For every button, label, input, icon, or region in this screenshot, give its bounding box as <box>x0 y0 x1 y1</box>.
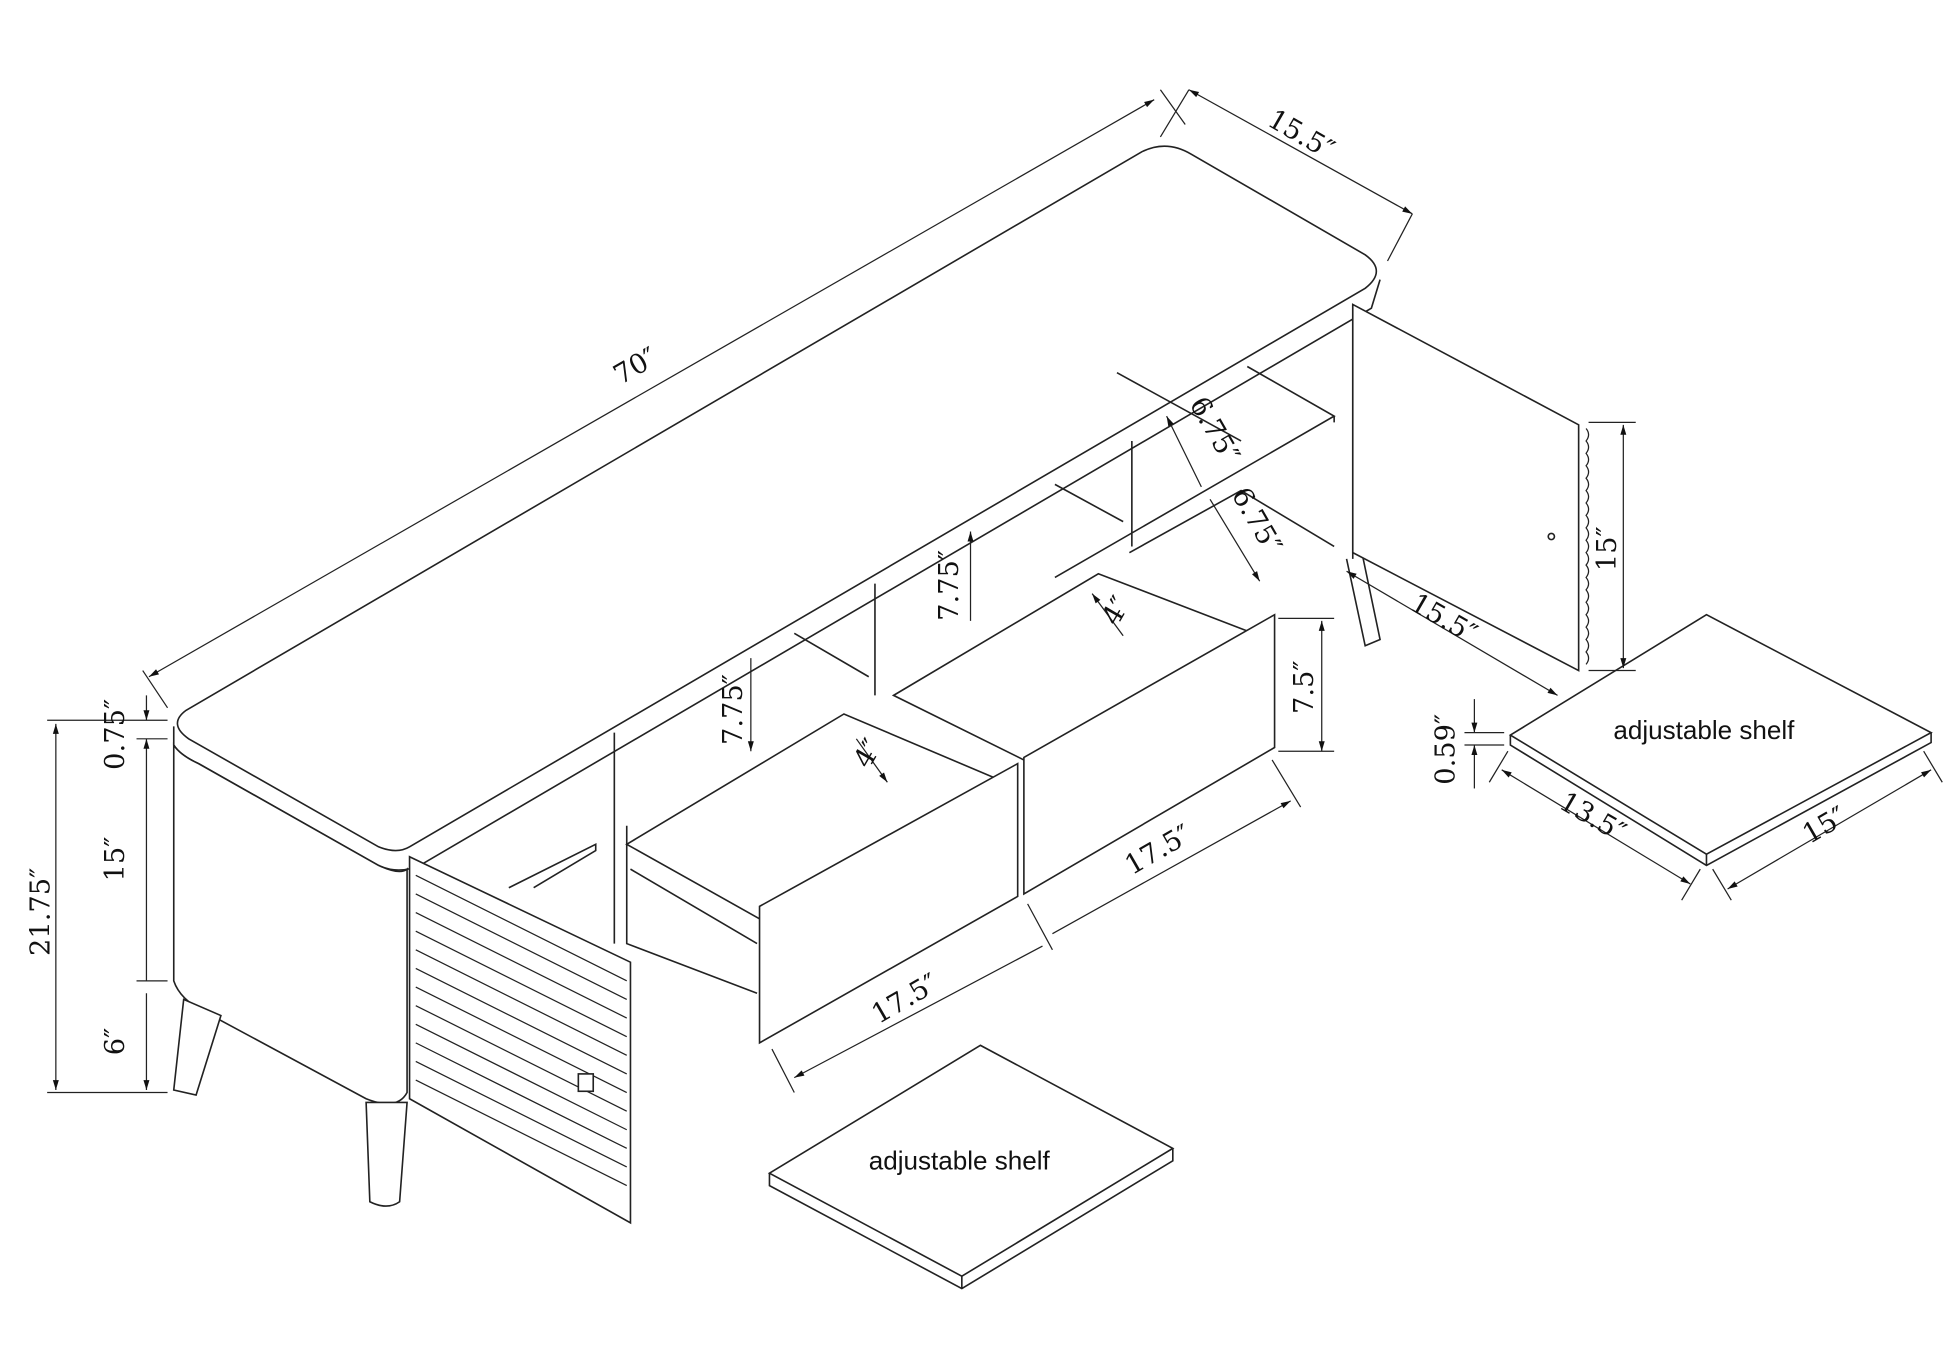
door-hinge-edge <box>1585 428 1590 665</box>
dim-drawer-width-left: 17.5″ <box>867 968 944 1030</box>
door-slats <box>415 874 628 1187</box>
door-handle <box>577 1073 595 1093</box>
dim-lower-shelf-gap: 6.75″ <box>1225 482 1287 559</box>
dim-drawer-height: 7.5″ <box>1289 660 1320 714</box>
shelf-label-right: adjustable shelf <box>1613 715 1795 745</box>
dim-left-compartment: 7.75″ <box>718 674 749 745</box>
dim-leg-height: 6″ <box>100 1028 131 1056</box>
back-leg <box>172 998 222 1096</box>
dim-upper-shelf-gap: 6.75″ <box>1183 392 1245 469</box>
dim-center-compartment: 7.75″ <box>934 550 965 621</box>
cabinet <box>172 145 1590 1225</box>
dim-door-height: 15″ <box>1592 526 1623 571</box>
front-leg <box>365 1101 408 1207</box>
shelf-label-bottom: adjustable shelf <box>869 1145 1051 1175</box>
dim-length: 70″ <box>609 342 663 391</box>
dimension-lines <box>47 89 1943 1093</box>
dim-depth-top: 15.5″ <box>1262 104 1339 166</box>
door-knob <box>1547 532 1556 541</box>
dim-top-thickness: 0.75″ <box>100 699 131 770</box>
adjustable-shelf-bottom: adjustable shelf <box>767 1044 1175 1290</box>
dim-shelf-thickness: 0.59″ <box>1431 714 1462 785</box>
dim-body-height: 15″ <box>100 837 131 882</box>
dim-total-height: 21.75″ <box>26 868 57 956</box>
